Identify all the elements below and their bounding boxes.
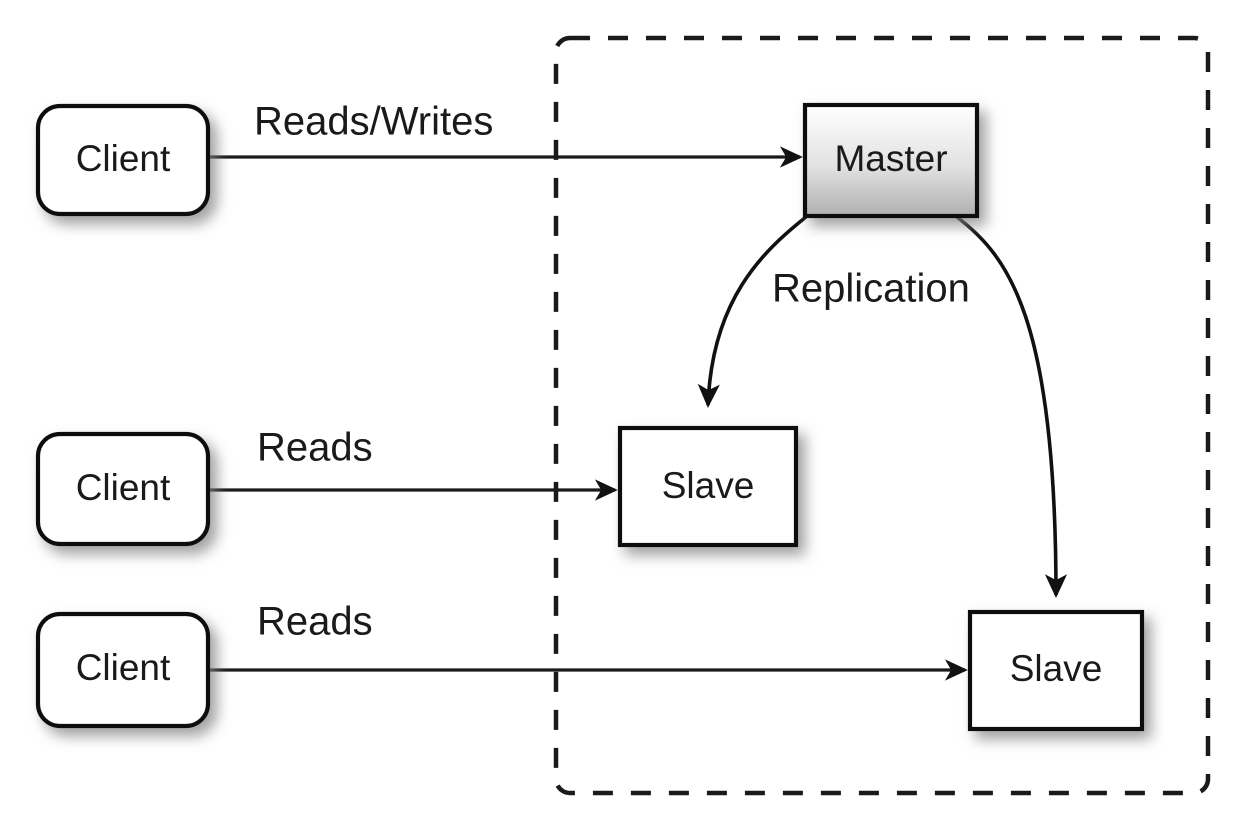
edge-master-slave1: [697, 215, 808, 408]
database-cluster-boundary: [553, 35, 1211, 796]
client-3-label: Client: [76, 647, 171, 688]
node-client-2[interactable]: Client: [35, 431, 211, 547]
edge-label-replication: Replication: [772, 267, 970, 311]
replication-curve-left: [697, 215, 808, 408]
node-client-1[interactable]: Client: [35, 103, 211, 217]
edge-label-reads-1: Reads: [257, 426, 373, 470]
node-slave-1[interactable]: Slave: [617, 425, 799, 548]
client-1-box[interactable]: [35, 103, 211, 217]
client-3-box[interactable]: [35, 611, 211, 729]
node-master[interactable]: Master: [802, 102, 980, 219]
client-1-label: Client: [76, 138, 171, 179]
node-slave-2[interactable]: Slave: [967, 609, 1145, 732]
edge-label-reads-2: Reads: [257, 600, 373, 644]
replication-curve-right: [955, 215, 1068, 598]
client-2-label: Client: [76, 467, 171, 508]
client-2-box[interactable]: [35, 431, 211, 547]
edge-master-slave2: [955, 215, 1068, 598]
slave-1-box[interactable]: [617, 425, 799, 548]
slave-1-label: Slave: [662, 465, 755, 506]
edge-label-reads-writes: Reads/Writes: [254, 100, 493, 144]
node-client-3[interactable]: Client: [35, 611, 211, 729]
slave-2-box[interactable]: [967, 609, 1145, 732]
master-box[interactable]: [802, 102, 980, 219]
slave-2-label: Slave: [1010, 648, 1103, 689]
master-label: Master: [834, 138, 947, 179]
